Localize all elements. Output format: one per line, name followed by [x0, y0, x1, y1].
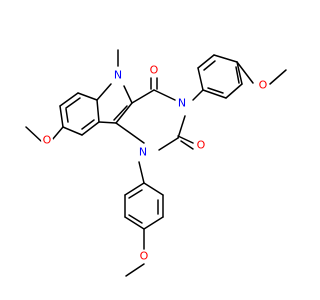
atom-n-pyrimidine-3: N: [178, 97, 186, 110]
atom-o-methoxy-aryl-right: O: [259, 79, 268, 92]
atom-o-methoxy-left: O: [43, 134, 52, 147]
molecule-structure: O N O N O N O O: [25, 49, 287, 277]
atom-n-pyrimidine-1: N: [139, 146, 147, 159]
atom-o-carbonyl-right: O: [197, 139, 206, 152]
atom-o-carbonyl-top: O: [150, 64, 159, 77]
bond-lines: [25, 49, 287, 277]
atom-o-methoxy-benzyl: O: [140, 250, 149, 263]
atom-n-indole: N: [114, 69, 122, 82]
atom-labels: O N O N O N O O: [41, 64, 269, 263]
